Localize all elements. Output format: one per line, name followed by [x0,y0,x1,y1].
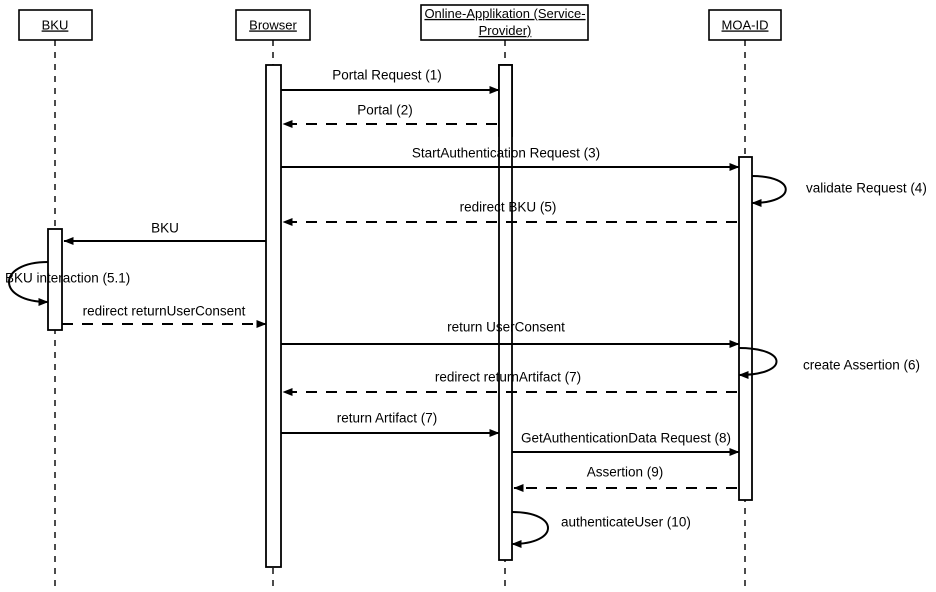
lifeline-label-moaid: MOA-ID [722,17,769,32]
lifelines-layer: BKU Browser Online-Applikation (Service- Pr… [18,4,782,592]
self-message-path-s10 [511,511,549,548]
self-message-s10[interactable]: authenticateUser (10) [511,511,691,548]
message-m8[interactable]: GetAuthenticationData Request (8) [512,431,740,456]
message-label-m7b: return Artifact (7) [337,411,438,426]
self-message-path-s4 [751,175,787,207]
self-message-s6[interactable]: create Assertion (6) [738,347,920,379]
message-label-m8: GetAuthenticationData Request (8) [521,431,731,446]
messages-layer: Portal Request (1) Portal (2) StartAuthent… [62,68,740,492]
self-message-s4[interactable]: validate Request (4) [751,175,927,207]
oa-activation-lower[interactable] [498,64,513,561]
self-message-s51[interactable]: BKU interaction (5.1) [5,261,130,306]
message-m6c[interactable]: return UserConsent [281,320,740,348]
lifeline-head-bku[interactable] [18,9,93,41]
message-label-m7: redirect returnArtifact (7) [435,370,581,385]
message-m51r[interactable]: redirect returnUserConsent [62,304,267,328]
message-m1[interactable]: Portal Request (1) [281,68,500,94]
self-message-label-s6: create Assertion (6) [803,358,920,373]
lifeline-label-oa: Online-Applikation (Service- [424,6,585,21]
message-label-mbku: BKU [151,221,179,236]
self-message-path-s6 [738,347,778,379]
self-message-label-s10: authenticateUser (10) [561,515,691,530]
message-m3[interactable]: StartAuthentication Request (3) [281,146,740,171]
message-m5[interactable]: redirect BKU (5) [282,200,737,226]
message-label-m2: Portal (2) [357,103,413,118]
lifeline-label-bku: BKU [42,17,69,32]
self-message-path-s51 [8,261,49,306]
moaid-activation[interactable] [738,156,753,501]
lifeline-label-browser: Browser [249,17,297,32]
message-m2[interactable]: Portal (2) [282,103,497,128]
message-label-m9: Assertion (9) [587,465,664,480]
lifeline-browser[interactable]: Browser [235,9,311,592]
message-label-m1: Portal Request (1) [332,68,442,83]
lifeline-head-browser[interactable] [235,9,311,41]
message-label-m5: redirect BKU (5) [460,200,557,215]
self-messages-layer: validate Request (4) BKU interaction (5.1… [5,175,927,548]
self-message-label-s4: validate Request (4) [806,181,927,196]
message-m7[interactable]: redirect returnArtifact (7) [282,370,737,396]
message-mbku[interactable]: BKU [63,221,266,245]
message-label-m6c: return UserConsent [447,320,565,335]
bku-activation[interactable] [47,228,63,331]
message-label-m3: StartAuthentication Request (3) [412,146,600,161]
browser-activation[interactable] [265,64,282,568]
lifeline-head-oa[interactable] [420,4,589,41]
message-m7b[interactable]: return Artifact (7) [281,411,500,437]
lifeline-head-moaid[interactable] [708,9,782,41]
self-message-label-s51: BKU interaction (5.1) [5,271,130,286]
activations-layer [47,64,753,568]
message-m9[interactable]: Assertion (9) [513,465,737,492]
lifeline-label-oa: Provider) [479,23,532,38]
message-label-m51r: redirect returnUserConsent [83,304,246,319]
